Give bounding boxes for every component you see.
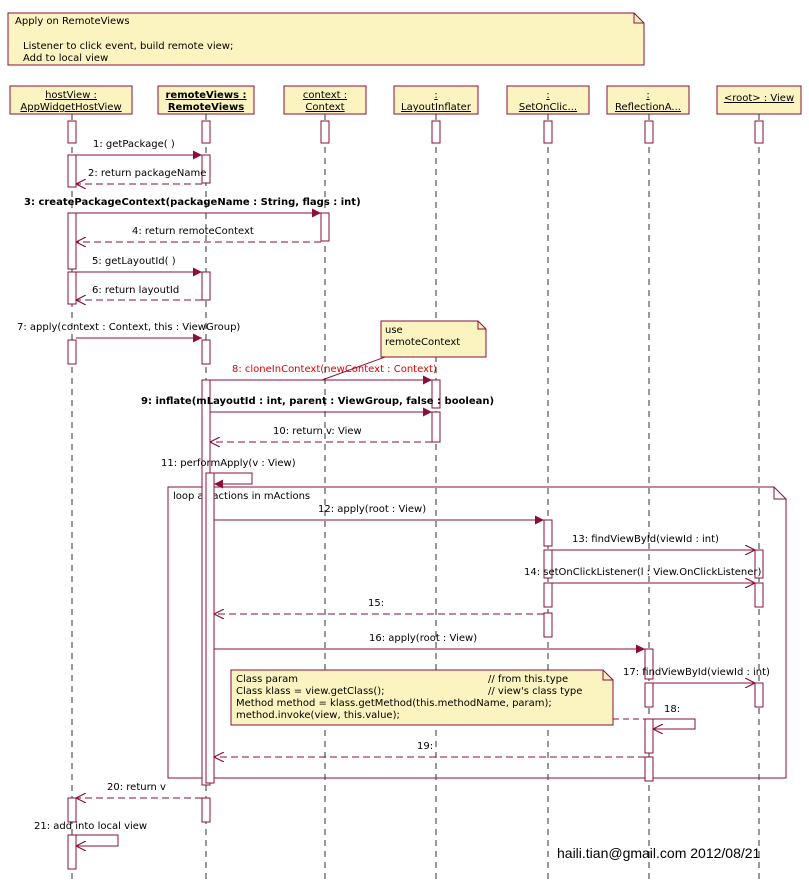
lifeline-hostView-line1: hostView : <box>45 90 97 101</box>
lifeline-context[interactable]: context : Context <box>283 85 367 115</box>
lifeline-remoteViews-line1: remoteViews : <box>165 90 246 101</box>
message-9-label: 9: inflate(mLayoutId : int, parent : Vie… <box>141 396 494 407</box>
loop-fragment: loop all actions in mActions <box>167 486 787 779</box>
activation-setOnClick-3 <box>543 549 553 579</box>
note-top-line2: Listener to click event, build remote vi… <box>23 41 233 52</box>
lifeline-setOnClick-line2: SetOnClic... <box>519 102 577 113</box>
message-21-arrow <box>76 834 119 846</box>
message-5-label: 5: getLayoutId( ) <box>92 256 176 267</box>
activation-hostView-5 <box>67 339 77 365</box>
activation-setOnClick-2 <box>543 519 553 547</box>
lifeline-root[interactable]: <root> : View <box>716 85 802 115</box>
note-top-line3: Add to local view <box>23 53 108 64</box>
lifeline-context-line1: context : <box>303 90 347 101</box>
activation-hostView-6 <box>67 797 77 823</box>
message-2-label: 2: return packageName <box>88 168 206 179</box>
activation-remoteViews-1 <box>201 120 211 144</box>
activation-hostView-3 <box>67 212 77 270</box>
code-line1: Class param <box>236 674 298 685</box>
message-11-label: 11: performApply(v : View) <box>161 458 296 469</box>
note-use-line2: remoteContext <box>385 337 460 348</box>
code-line4: method.invoke(view, this.value); <box>236 710 400 721</box>
message-labels: 1: getPackage( ) 2: return packageName 3… <box>17 139 770 832</box>
activation-root-4 <box>754 682 764 708</box>
message-3-label: 3: createPackageContext(packageName : St… <box>24 197 361 208</box>
lifeline-inflater[interactable]: : LayoutInflater <box>393 85 479 115</box>
lifeline-inflater-line2: LayoutInflater <box>401 102 472 113</box>
activation-hostView-1 <box>67 120 77 144</box>
lifeline-reflection-line1: : <box>646 90 649 101</box>
message-13-label: 13: findViewById(viewId : int) <box>572 534 719 545</box>
message-7-label: 7: apply(context : Context, this : ViewG… <box>17 322 240 333</box>
activation-reflection-3 <box>644 682 654 708</box>
activation-setOnClick-5 <box>543 612 553 638</box>
loop-label: loop all actions in mActions <box>173 491 310 502</box>
message-17-label: 17: findViewById(viewId : int) <box>623 667 770 678</box>
lifeline-reflection[interactable]: : ReflectionA... <box>606 85 690 115</box>
message-11-arrow <box>210 472 253 489</box>
message-18-label: 18: <box>664 704 680 715</box>
message-12-label: 12: apply(root : View) <box>318 504 426 515</box>
code-line1-comment: // from this.type <box>488 674 568 685</box>
lifeline-root-line1: <root> : View <box>724 93 794 104</box>
activation-hostView-2 <box>67 154 77 188</box>
message-8-label: 8: cloneInContext(newContext : Context) <box>232 364 437 375</box>
lifeline-hostView[interactable]: hostView : AppWidgetHostView <box>9 85 133 115</box>
code-line2-comment: // view's class type <box>488 686 582 697</box>
activation-reflection-2 <box>644 648 654 680</box>
message-14-label: 14: setOnClickListener(l : View.OnClickL… <box>524 567 761 578</box>
lifeline-setOnClick-line1: : <box>546 90 549 101</box>
note-use-remote-context: use remoteContext <box>321 320 487 381</box>
code-line2: Class klass = view.getClass(); <box>236 686 385 697</box>
note-top-title: Apply on RemoteViews <box>15 16 130 27</box>
activation-remoteViews-2 <box>201 154 211 184</box>
lifeline-remoteViews[interactable]: remoteViews : RemoteViews <box>157 85 255 115</box>
activation-remoteViews-3 <box>201 271 211 301</box>
lifeline-setOnClick[interactable]: : SetOnClic... <box>506 85 590 115</box>
messages <box>76 150 755 846</box>
activation-root-1 <box>754 120 764 144</box>
activation-setOnClick-1 <box>543 120 553 144</box>
activation-inflater-1 <box>431 120 441 144</box>
message-21-label: 21: add into local view <box>34 821 147 832</box>
message-1-label: 1: getPackage( ) <box>93 139 175 150</box>
author-footer: haili.tian@gmail.com 2012/08/21 <box>557 845 761 861</box>
activation-remoteViews-4 <box>201 339 211 365</box>
activation-root-2 <box>754 549 764 579</box>
note-use-connector <box>321 356 386 381</box>
activation-hostView-4 <box>67 271 77 305</box>
activation-reflection-5 <box>644 756 654 782</box>
activations <box>67 120 764 870</box>
message-6-label: 6: return layoutId <box>92 285 179 296</box>
lifeline-context-line2: Context <box>305 102 344 113</box>
note-reflection-code: Class param // from this.type Class klas… <box>230 669 645 726</box>
message-18-arrow <box>653 718 696 729</box>
note-top: Apply on RemoteViews Listener to click e… <box>7 12 645 66</box>
message-19-label: 19: <box>417 741 433 752</box>
lifeline-reflection-line2: ReflectionA... <box>615 102 681 113</box>
activation-root-3 <box>754 582 764 608</box>
code-line3: Method method = klass.getMethod(this.met… <box>236 698 552 709</box>
activation-remoteViews-6 <box>205 472 215 784</box>
message-16-label: 16: apply(root : View) <box>369 633 477 644</box>
activation-remoteViews-7 <box>201 797 211 823</box>
note-use-line1: use <box>385 325 403 336</box>
activation-inflater-2 <box>431 379 441 409</box>
activation-context-2 <box>320 212 330 242</box>
activation-reflection-1 <box>644 120 654 144</box>
message-15-label: 15: <box>368 598 384 609</box>
message-20-label: 20: return v <box>107 782 166 793</box>
message-10-label: 10: return v: View <box>273 426 362 437</box>
activation-reflection-4 <box>644 718 654 754</box>
message-4-label: 4: return remoteContext <box>132 226 254 237</box>
activation-inflater-3 <box>431 411 441 443</box>
lifeline-remoteViews-line2: RemoteViews <box>168 102 244 113</box>
activation-hostView-7 <box>67 834 77 870</box>
lifeline-inflater-line1: : <box>434 90 437 101</box>
activation-setOnClick-4 <box>543 582 553 608</box>
lifeline-hostView-line2: AppWidgetHostView <box>20 102 121 113</box>
activation-context-1 <box>320 120 330 144</box>
